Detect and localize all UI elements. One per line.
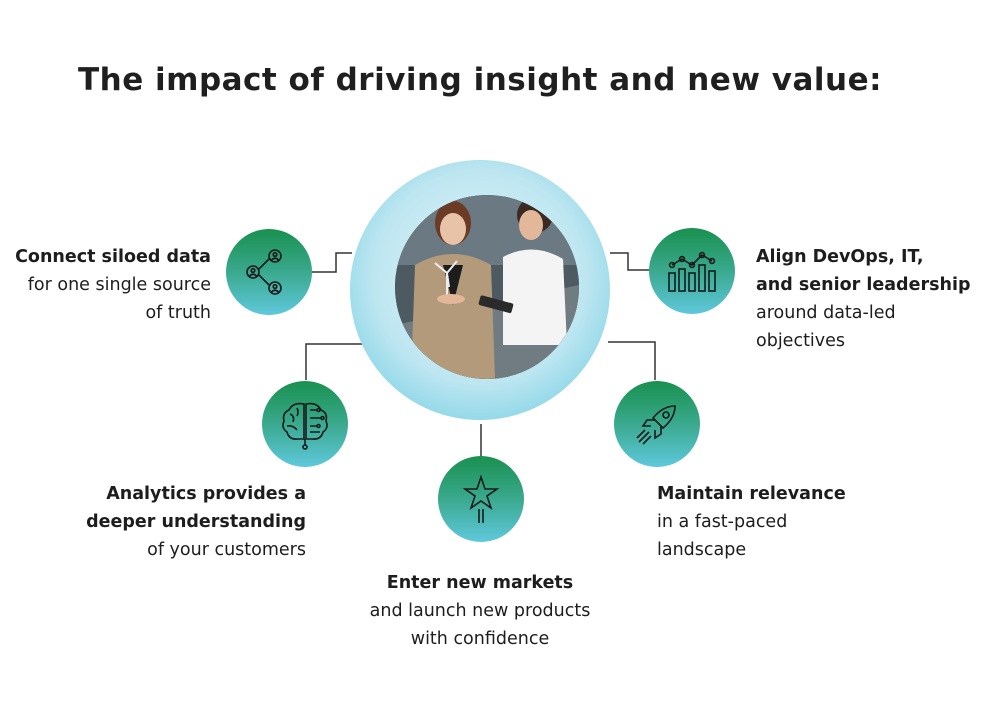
label-connect-data: Connect siloed data for one single sourc… [0,243,211,327]
label-line: for one single source [27,275,211,295]
label-new-markets: Enter new markets and launch new product… [330,569,630,653]
label-line: around data-led [756,303,896,323]
label-line: of your customers [147,540,306,560]
star-icon [462,474,500,523]
brain-circuit-icon [282,402,328,450]
label-line: of truth [145,303,211,323]
rocket-icon [636,405,676,445]
label-relevance: Maintain relevance in a fast-paced lands… [657,480,897,564]
connect-data-node [226,229,312,315]
label-line: in a fast-paced [657,512,788,532]
label-bold: Analytics provides a [106,484,306,504]
label-line: with confidence [410,629,550,649]
label-analytics: Analytics provides a deeper understandin… [40,480,306,564]
label-bold: Align DevOps, IT, [756,247,924,267]
page-title: The impact of driving insight and new va… [77,62,882,98]
bar-chart-icon [668,251,716,292]
new-markets-node [438,456,524,542]
analytics-node [262,381,348,467]
meeting-photo [395,195,579,379]
relevance-node [614,381,700,467]
label-line: and launch new products [369,601,591,621]
label-bold: Maintain relevance [657,484,846,504]
label-line: landscape [657,540,747,560]
label-bold: and senior leadership [756,275,971,295]
label-line: objectives [756,331,846,351]
align-teams-node [649,228,735,314]
network-users-icon [246,249,282,295]
label-bold: deeper understanding [86,512,306,532]
label-align-teams: Align DevOps, IT, and senior leadership … [756,243,996,355]
label-bold: Connect siloed data [15,247,211,267]
label-bold: Enter new markets [386,573,574,593]
